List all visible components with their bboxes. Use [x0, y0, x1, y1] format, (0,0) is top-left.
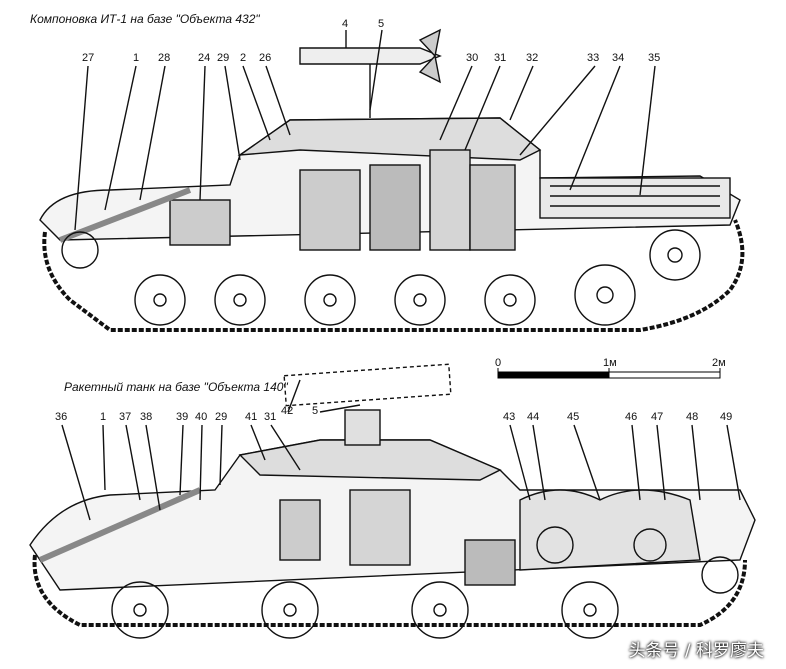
bottom-callout: 41	[245, 411, 258, 423]
bottom-callout: 44	[527, 411, 540, 423]
top-callout: 2	[240, 52, 247, 64]
bottom-callout: 45	[567, 411, 580, 423]
top-callout: 34	[612, 52, 625, 64]
bottom-tank	[29, 363, 756, 639]
bottom-callout: 47	[651, 411, 664, 423]
bottom-callout: 38	[140, 411, 153, 423]
bottom-callout: 43	[503, 411, 516, 423]
bottom-callout: 37	[119, 411, 132, 423]
bottom-callout: 5	[312, 405, 319, 417]
top-callout: 4	[342, 18, 349, 30]
bottom-callout: 36	[55, 411, 68, 423]
watermark: 头条号 / 科罗廖夫	[628, 641, 764, 661]
top-callout: 28	[158, 52, 171, 64]
scale-label-2m: 2м	[712, 357, 726, 369]
top-callout: 5	[378, 18, 385, 30]
bottom-caption: Ракетный танк на базе "Объекта 140"	[64, 380, 288, 394]
bottom-callout: 42	[281, 405, 294, 417]
top-callout: 35	[648, 52, 661, 64]
scale-bar	[497, 368, 721, 379]
top-callout: 26	[259, 52, 272, 64]
bottom-callout: 29	[215, 411, 228, 423]
top-callout: 30	[466, 52, 479, 64]
bottom-callout: 39	[176, 411, 189, 423]
top-callout: 32	[526, 52, 539, 64]
top-callout: 29	[217, 52, 230, 64]
bottom-callout: 49	[720, 411, 733, 423]
top-caption: Компоновка ИТ-1 на базе "Объекта 432"	[30, 12, 260, 26]
scale-label-1m: 1м	[603, 357, 617, 369]
bottom-callout: 1	[100, 411, 107, 423]
top-callout: 24	[198, 52, 211, 64]
top-callout: 27	[82, 52, 95, 64]
top-callout: 1	[133, 52, 140, 64]
top-tank	[39, 28, 745, 332]
bottom-callout: 40	[195, 411, 208, 423]
bottom-callout: 46	[625, 411, 638, 423]
bottom-callout: 48	[686, 411, 699, 423]
top-callout: 33	[587, 52, 600, 64]
top-callout: 31	[494, 52, 507, 64]
bottom-callout: 31	[264, 411, 277, 423]
scale-label-0: 0	[495, 357, 502, 369]
